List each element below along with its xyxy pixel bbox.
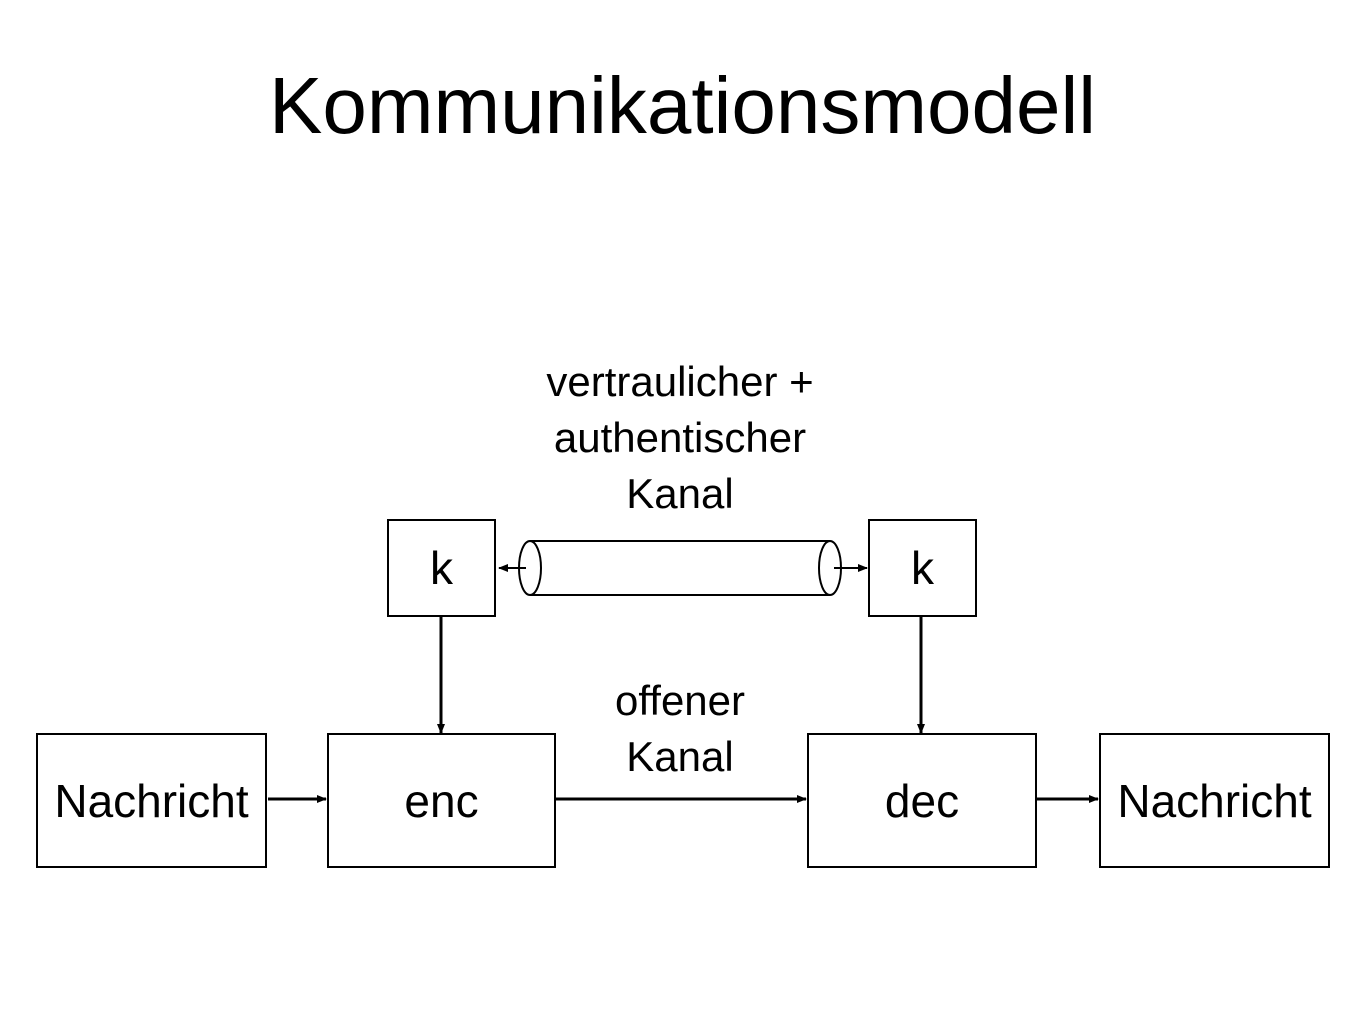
message-output-box: Nachricht — [1099, 733, 1330, 868]
secure-channel-line-3: Kanal — [626, 470, 734, 517]
open-channel-label: offener Kanal — [530, 673, 830, 785]
message-input-box: Nachricht — [36, 733, 267, 868]
page-title: Kommunikationsmodell — [268, 61, 1097, 150]
key-left-label: k — [430, 542, 453, 594]
key-right-box: k — [868, 519, 977, 617]
key-left-box: k — [387, 519, 496, 617]
secure-channel-line-2: authentischer — [553, 414, 807, 461]
enc-label: enc — [404, 774, 479, 827]
open-channel-line-2: Kanal — [626, 733, 734, 780]
message-input-label: Nachricht — [54, 774, 249, 827]
key-right-label: k — [911, 542, 934, 594]
dec-label: dec — [884, 774, 960, 827]
secure-channel-tube — [518, 540, 842, 596]
secure-channel-label: vertraulicher + authentischer Kanal — [480, 354, 880, 522]
secure-channel-line-1: vertraulicher + — [546, 358, 814, 405]
enc-box: enc — [327, 733, 556, 868]
open-channel-line-1: offener — [615, 677, 745, 724]
message-output-label: Nachricht — [1117, 774, 1312, 827]
dec-box: dec — [807, 733, 1037, 868]
